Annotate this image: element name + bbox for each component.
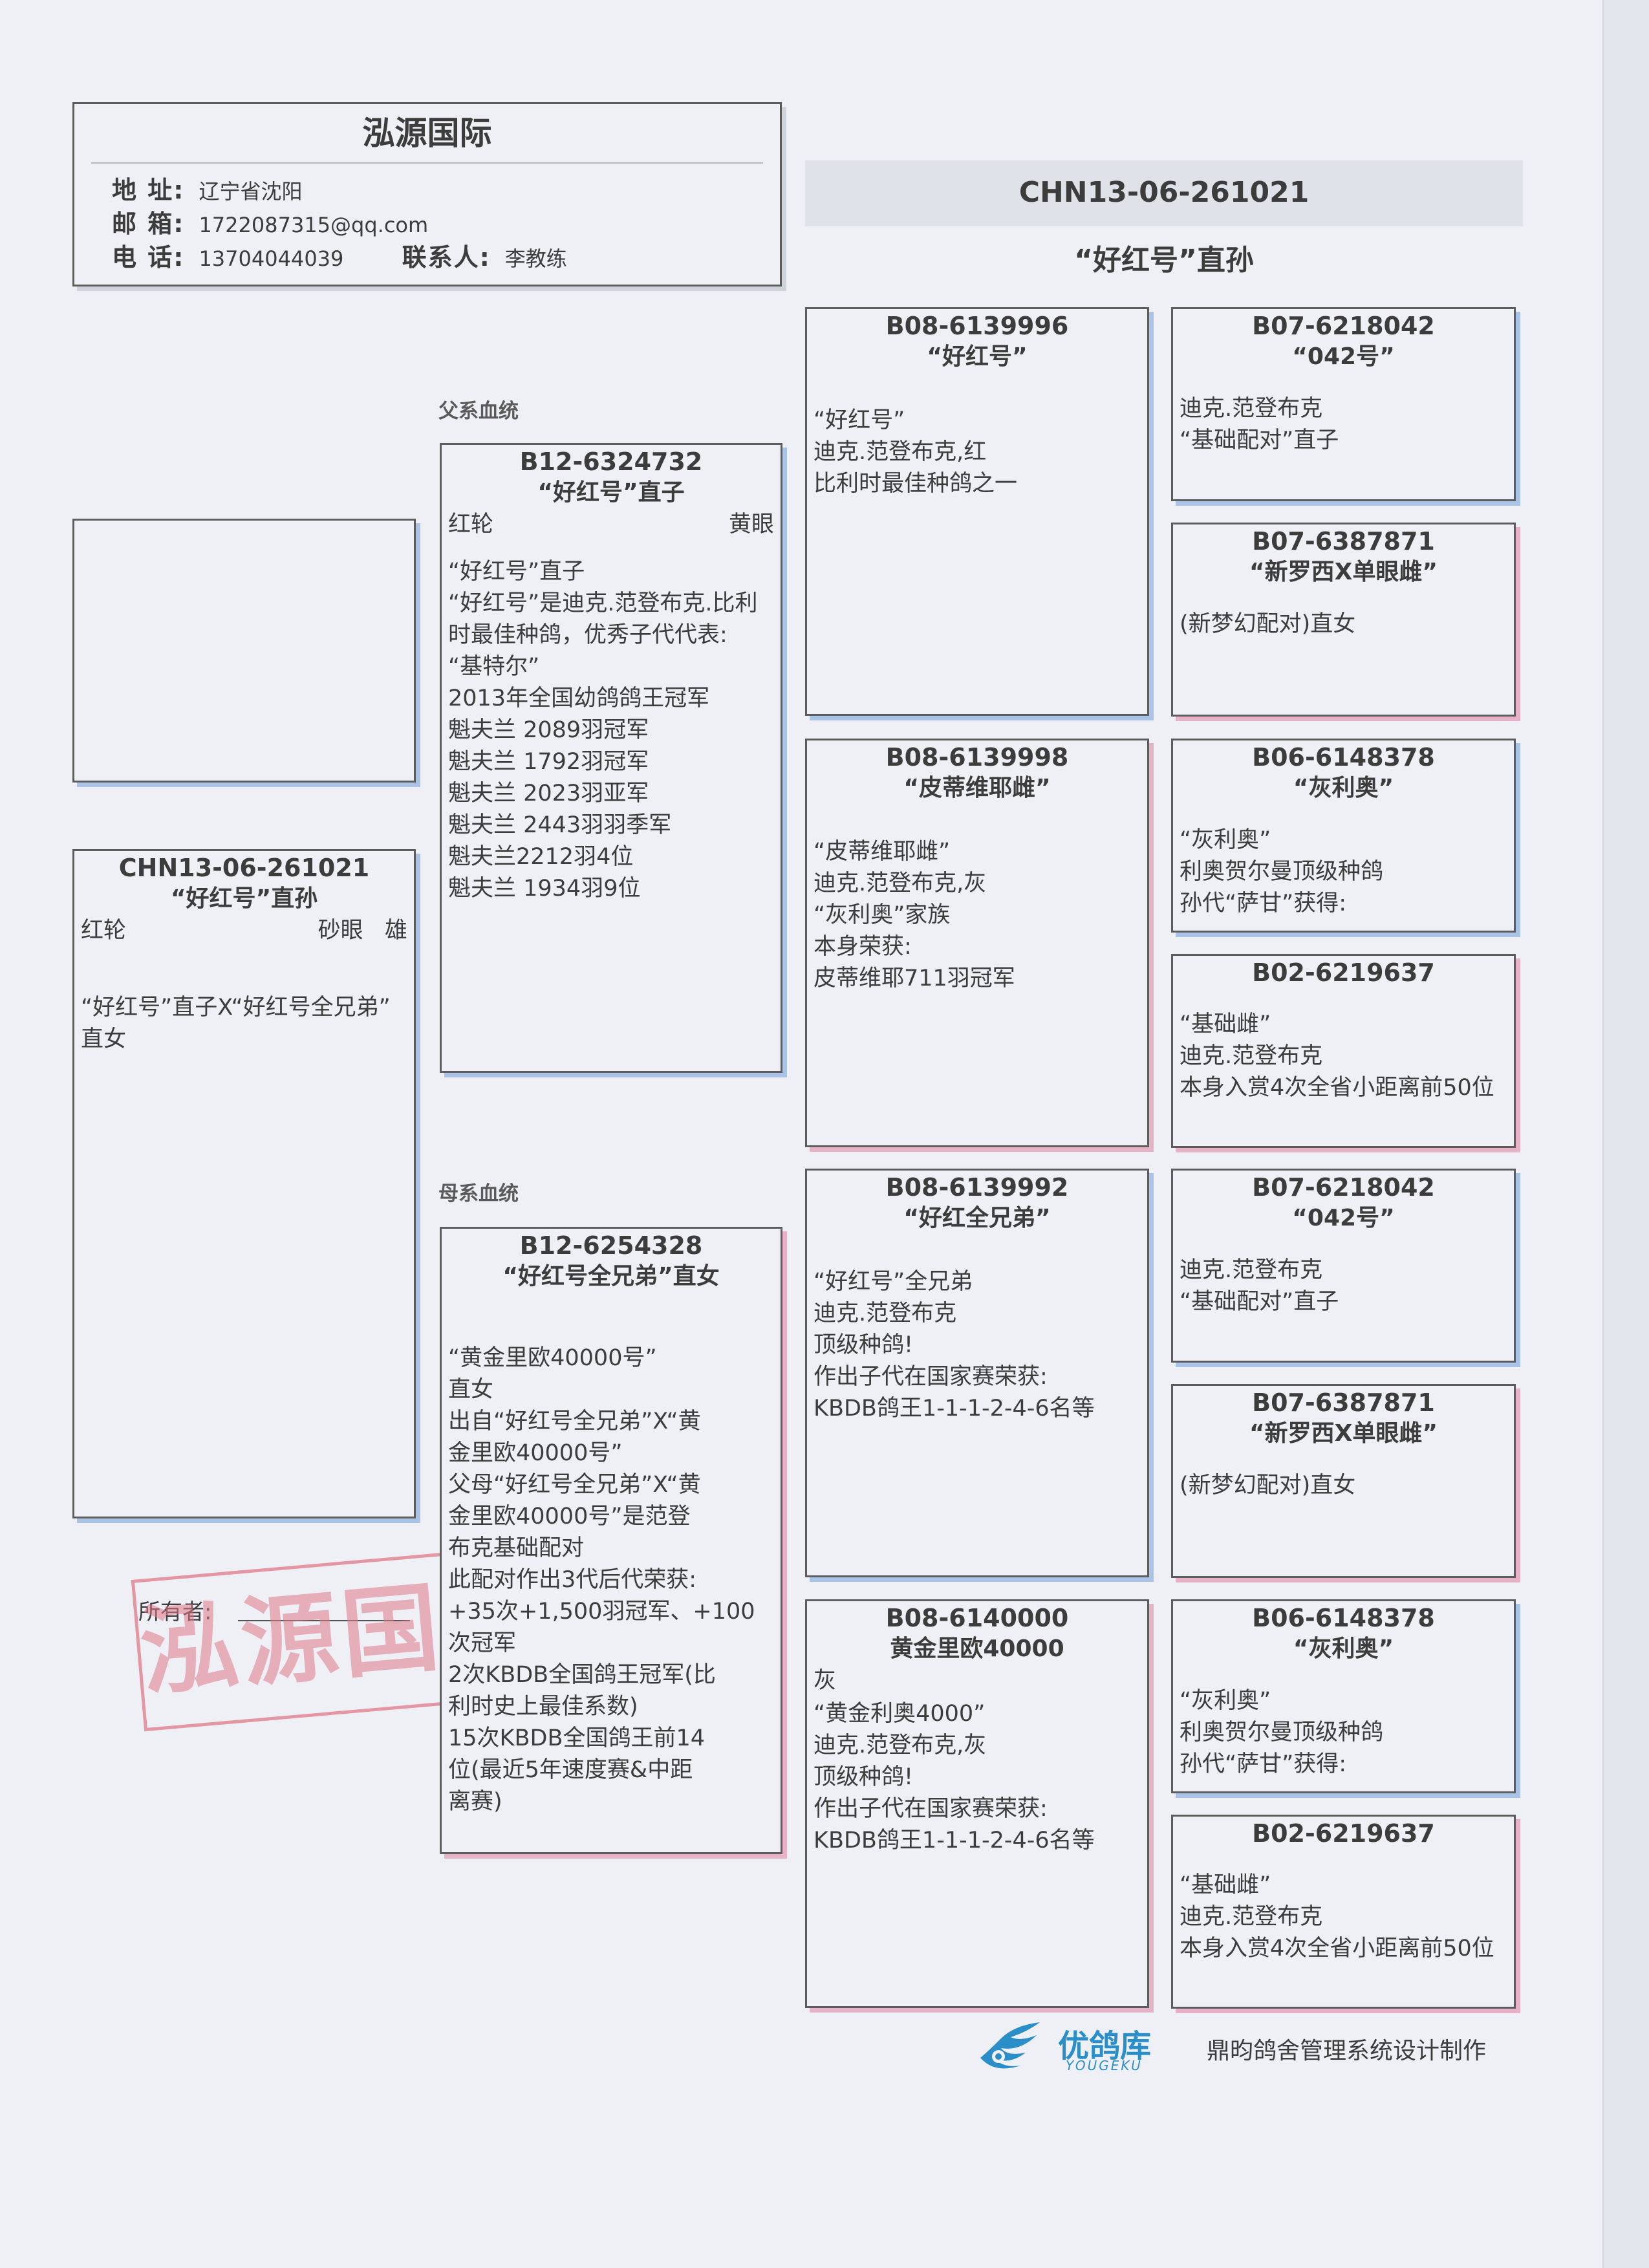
grandparent-color: 灰 <box>814 1668 837 1694</box>
great-grandparent-ring: B07-6387871 <box>1252 1388 1435 1417</box>
great-grandparent-ring: B07-6218042 <box>1252 1173 1435 1202</box>
great-grandparent-description: 迪克.范登布克 “基础配对”直子 <box>1180 1257 1339 1315</box>
top-title-ring: CHN13-06-261021 <box>1018 176 1310 209</box>
sire-attributes: 红轮 黄眼 <box>442 508 781 541</box>
great-grandparent-card: B02-6219637 “基础雌” 迪克.范登布克 本身入赏4次全省小距离前50… <box>1171 954 1516 1148</box>
sire-color: 红轮 <box>448 512 494 537</box>
sire-line-label: 父系血统 <box>438 400 519 423</box>
subject-eye: 砂眼 <box>318 918 363 944</box>
email-value: 1722087315@qq.com <box>199 213 429 237</box>
grandparent-description: “黄金利奥4000” 迪克.范登布克,灰 顶级种鸽! 作出子代在国家赛荣获: K… <box>814 1701 1095 1853</box>
great-grandparent-ring: B06-6148378 <box>1252 743 1435 772</box>
grandparent-card: B08-6140000 黄金里欧40000 灰 “黄金利奥4000” 迪克.范登… <box>805 1599 1149 2008</box>
top-subtitle: “好红号”直孙 <box>1074 244 1254 277</box>
brand-en: YOUGEKU <box>1066 2058 1143 2073</box>
great-grandparent-card: B07-6387871 “新罗西X单眼雌” (新梦幻配对)直女 <box>1171 1384 1516 1578</box>
owner-label: 所有者: <box>138 1599 212 1625</box>
subject-color: 红轮 <box>81 918 127 944</box>
sire-eye: 黄眼 <box>728 512 774 537</box>
grandparent-description: “好红号” 迪克.范登布克,红 比利时最佳种鸽之一 <box>814 407 1018 497</box>
contact-value: 李教练 <box>504 246 567 271</box>
great-grandparent-ring: B07-6218042 <box>1252 312 1435 340</box>
owner-stamp: 泓源国际 <box>131 1550 480 1732</box>
subject-description: “好红号”直子X“好红号全兄弟” 直女 <box>81 995 391 1052</box>
grandparent-card: B08-6139992 “好红全兄弟” “好红号”全兄弟 迪克.范登布克 顶级种… <box>805 1169 1149 1577</box>
great-grandparent-card: B07-6218042 “042号” 迪克.范登布克 “基础配对”直子 <box>1171 1169 1516 1363</box>
great-grandparent-ring: B02-6219637 <box>1252 958 1435 987</box>
great-grandparent-name: “灰利奥” <box>1293 1636 1394 1662</box>
grandparent-ring: B08-6140000 <box>885 1604 1069 1632</box>
subject-name: “好红号”直孙 <box>170 885 318 912</box>
footer-credit: 鼎昀鸽舍管理系统设计制作 <box>1207 2038 1487 2064</box>
great-grandparent-description: “基础雌” 迪克.范登布克 本身入赏4次全省小距离前50位 <box>1180 1872 1494 1961</box>
contact-label: 联系人: <box>402 243 491 272</box>
grandparent-description: “皮蒂维耶雌” 迪克.范登布克,灰 “灰利奥”家族 本身荣获: 皮蒂维耶711羽… <box>814 839 1015 991</box>
sire-name: “好红号”直子 <box>537 479 685 506</box>
photo-placeholder <box>72 519 416 783</box>
dam-line-label: 母系血统 <box>438 1182 519 1205</box>
dam-ring: B12-6254328 <box>519 1231 703 1260</box>
great-grandparent-description: “灰利奥” 利奥贺尔曼顶级种鸽 孙代“萨甘”获得: <box>1180 1688 1384 1777</box>
great-grandparent-name: “新罗西X单眼雌” <box>1249 559 1438 585</box>
address-label: 地 址: <box>112 176 185 204</box>
swirl-logo-icon <box>980 2022 1040 2069</box>
header-divider <box>91 162 763 164</box>
subject-ring: CHN13-06-261021 <box>118 854 370 882</box>
phone-line: 电 话: 13704044039 联系人: 李教练 <box>74 241 780 275</box>
grandparent-description: “好红号”全兄弟 迪克.范登布克 顶级种鸽! 作出子代在国家赛荣获: KBDB鸽… <box>814 1269 1095 1421</box>
dam-name: “好红号全兄弟”直女 <box>502 1263 720 1290</box>
great-grandparent-name: “灰利奥” <box>1293 775 1394 801</box>
grandparent-ring: B08-6139996 <box>885 312 1069 340</box>
great-grandparent-name: “042号” <box>1292 1205 1395 1231</box>
owner-stamp-text: 泓源国际 <box>136 1562 480 1710</box>
address-value: 辽宁省沈阳 <box>199 179 303 204</box>
dam-card: B12-6254328 “好红号全兄弟”直女 “黄金里欧40000号” 直女 出… <box>440 1227 782 1854</box>
footer-logo: 优鸽库 YOUGEKU <box>975 2019 1182 2077</box>
grandparent-card: B08-6139998 “皮蒂维耶雌” “皮蒂维耶雌” 迪克.范登布克,灰 “灰… <box>805 739 1149 1147</box>
great-grandparent-description: “灰利奥” 利奥贺尔曼顶级种鸽 孙代“萨甘”获得: <box>1180 827 1384 916</box>
great-grandparent-description: “基础雌” 迪克.范登布克 本身入赏4次全省小距离前50位 <box>1180 1011 1494 1101</box>
great-grandparent-description: (新梦幻配对)直女 <box>1180 1473 1356 1498</box>
grandparent-ring: B08-6139992 <box>885 1173 1069 1202</box>
great-grandparent-card: B02-6219637 “基础雌” 迪克.范登布克 本身入赏4次全省小距离前50… <box>1171 1815 1516 2009</box>
grandparent-name: “好红号” <box>927 343 1028 370</box>
phone-label: 电 话: <box>112 243 185 272</box>
dam-description: “黄金里欧40000号” 直女 出自“好红号全兄弟”X“黄 金里欧40000号”… <box>448 1345 755 1815</box>
grandparent-card: B08-6139996 “好红号” “好红号” 迪克.范登布克,红 比利时最佳种… <box>805 307 1149 716</box>
top-title-band: CHN13-06-261021 <box>805 160 1523 226</box>
great-grandparent-name: “新罗西X单眼雌” <box>1249 1420 1438 1447</box>
brand-cn: 优鸽库 <box>1058 2028 1152 2064</box>
page-edge <box>1602 0 1649 2268</box>
header-box: 泓源国际 地 址: 辽宁省沈阳 邮 箱: 1722087315@qq.com 电 话… <box>72 102 782 286</box>
grandparent-name: 黄金里欧40000 <box>890 1636 1064 1662</box>
great-grandparent-card: B06-6148378 “灰利奥” “灰利奥” 利奥贺尔曼顶级种鸽 孙代“萨甘”… <box>1171 739 1516 933</box>
address-line: 地 址: 辽宁省沈阳 <box>74 174 780 208</box>
subject-sex: 雄 <box>384 918 407 944</box>
great-grandparent-name: “042号” <box>1292 343 1395 370</box>
owner-signature-line <box>238 1620 410 1621</box>
email-line: 邮 箱: 1722087315@qq.com <box>74 208 780 241</box>
subject-attributes: 红轮 砂眼 雄 <box>74 914 414 947</box>
grandparent-ring: B08-6139998 <box>885 743 1069 772</box>
header-title: 泓源国际 <box>362 114 492 152</box>
great-grandparent-ring: B07-6387871 <box>1252 527 1435 556</box>
grandparent-name: “皮蒂维耶雌” <box>903 775 1051 801</box>
phone-value: 13704044039 <box>199 246 344 271</box>
great-grandparent-ring: B02-6219637 <box>1252 1819 1435 1848</box>
sire-card: B12-6324732 “好红号”直子 红轮 黄眼 “好红号”直子 “好红号”是… <box>440 443 782 1073</box>
sire-ring: B12-6324732 <box>519 448 703 476</box>
great-grandparent-card: B07-6387871 “新罗西X单眼雌” (新梦幻配对)直女 <box>1171 523 1516 717</box>
great-grandparent-ring: B06-6148378 <box>1252 1604 1435 1632</box>
great-grandparent-card: B06-6148378 “灰利奥” “灰利奥” 利奥贺尔曼顶级种鸽 孙代“萨甘”… <box>1171 1599 1516 1793</box>
great-grandparent-description: 迪克.范登布克 “基础配对”直子 <box>1180 396 1339 453</box>
sire-description: “好红号”直子 “好红号”是迪克.范登布克.比利 时最佳种鸽，优秀子代代表: “… <box>448 559 758 902</box>
email-label: 邮 箱: <box>112 210 185 238</box>
grandparent-name: “好红全兄弟” <box>903 1205 1051 1231</box>
great-grandparent-description: (新梦幻配对)直女 <box>1180 611 1356 637</box>
great-grandparent-card: B07-6218042 “042号” 迪克.范登布克 “基础配对”直子 <box>1171 307 1516 501</box>
subject-card: CHN13-06-261021 “好红号”直孙 红轮 砂眼 雄 “好红号”直子X… <box>72 849 416 1518</box>
